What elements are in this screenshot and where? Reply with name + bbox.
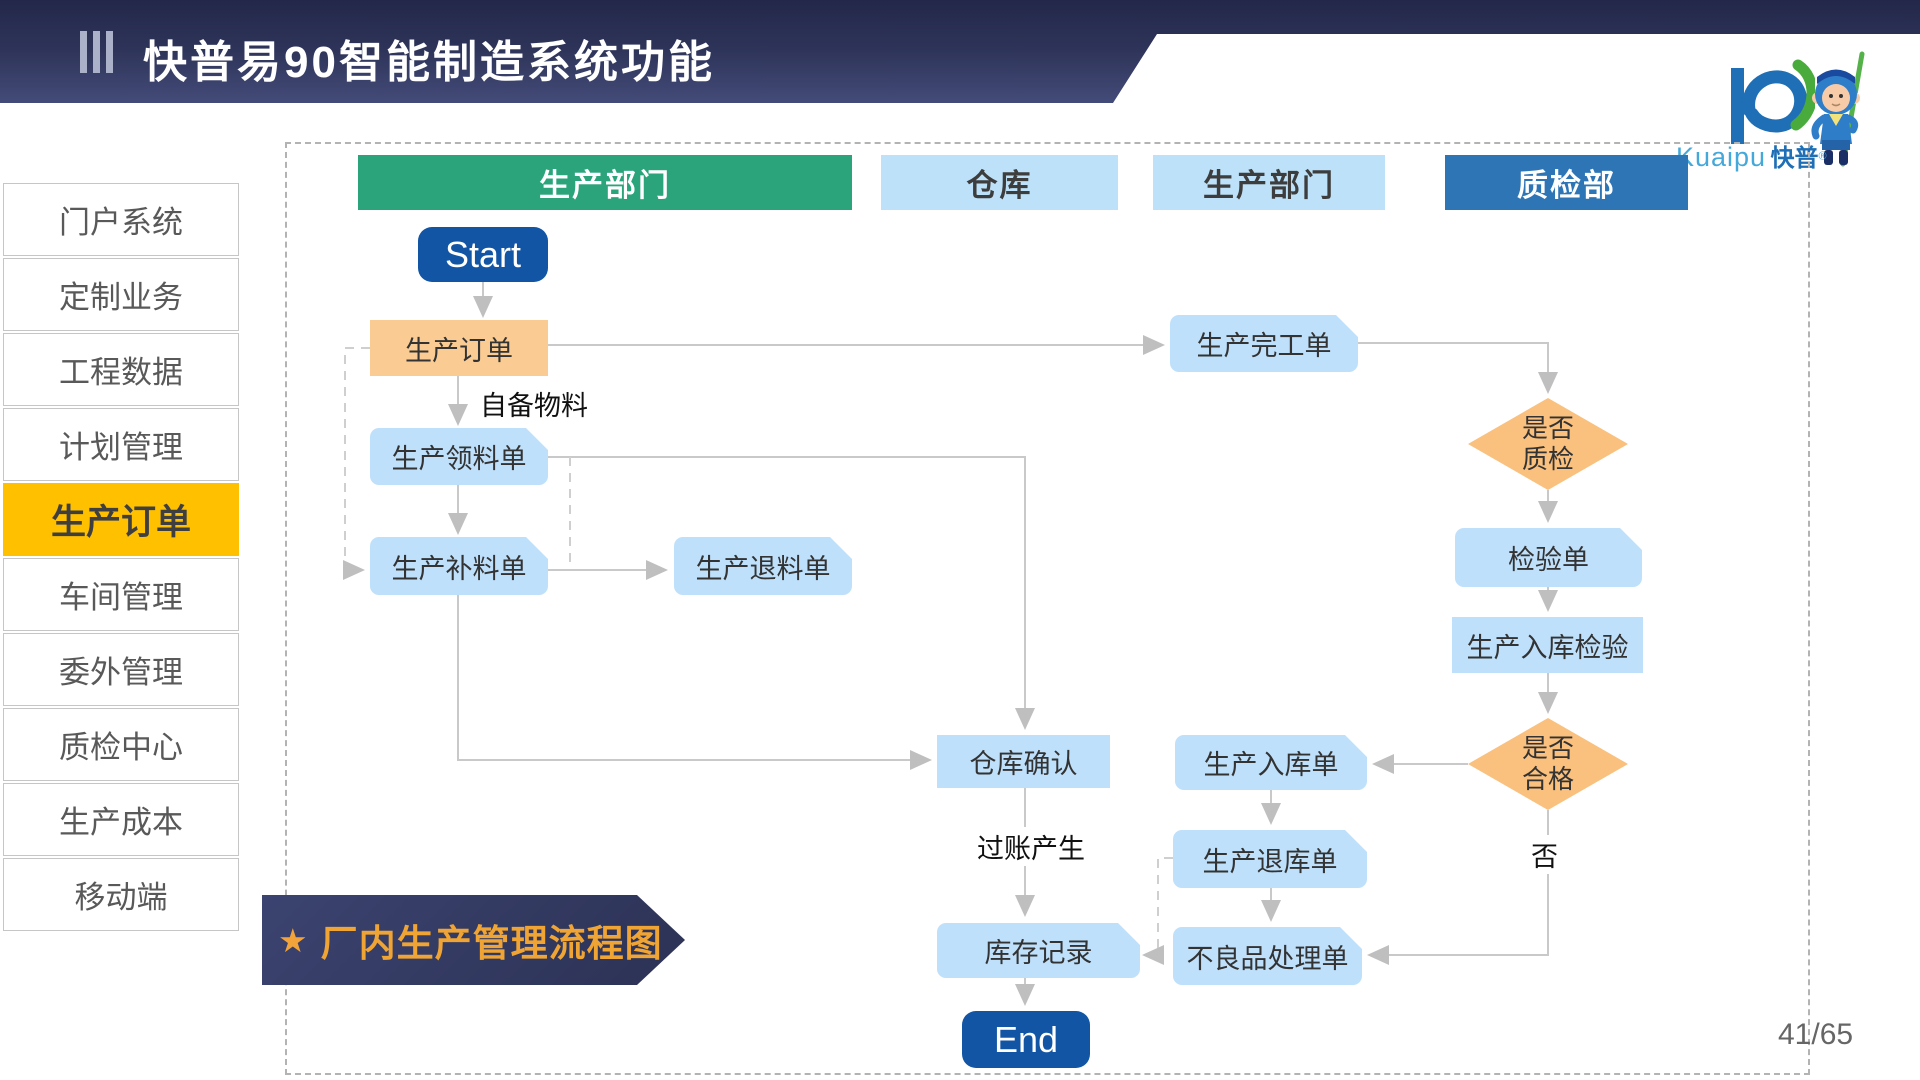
sidebar-item-engineering-data[interactable]: 工程数据: [3, 333, 239, 406]
lane-header-warehouse: 仓库: [881, 155, 1118, 210]
brand-text-cn: 快普: [1770, 145, 1819, 172]
node-inbound-return: 生产退库单: [1173, 830, 1367, 888]
node-end: End: [962, 1011, 1090, 1068]
sidebar-item-production-order[interactable]: 生产订单: [3, 483, 239, 556]
lane-header-quality-dept: 质检部: [1445, 155, 1688, 210]
edge-label-no: 否: [1527, 835, 1562, 874]
node-material-return: 生产退料单: [674, 537, 852, 595]
node-completion: 生产完工单: [1170, 315, 1358, 372]
lane-header-production-dept-2: 生产部门: [1153, 155, 1385, 210]
brand-text: Kuaipu 快普®: [1676, 138, 1827, 173]
node-inspection-sheet: 检验单: [1455, 528, 1642, 587]
page-number: 41/65: [1778, 1018, 1854, 1051]
triple-bars-icon: [80, 31, 113, 73]
sidebar-item-quality-center[interactable]: 质检中心: [3, 708, 239, 781]
page-title: 快普易90智能制造系统功能: [143, 38, 715, 87]
node-material-refill: 生产补料单: [370, 537, 548, 595]
edge-label-posting: 过账产生: [973, 827, 1089, 866]
sidebar-item-production-cost[interactable]: 生产成本: [3, 783, 239, 856]
sidebar-item-mobile[interactable]: 移动端: [3, 858, 239, 931]
node-start: Start: [418, 227, 548, 282]
node-material-requisition: 生产领料单: [370, 428, 548, 485]
flowchart-canvas: [285, 142, 1810, 1075]
sidebar-item-outsourcing-management[interactable]: 委外管理: [3, 633, 239, 706]
ribbon-label: 厂内生产管理流程图: [320, 923, 663, 964]
node-warehouse-confirm: 仓库确认: [937, 735, 1110, 788]
star-icon: ★: [278, 921, 308, 959]
sidebar-item-plan-management[interactable]: 计划管理: [3, 408, 239, 481]
node-inbound-order: 生产入库单: [1175, 735, 1367, 790]
node-defective-order: 不良品处理单: [1173, 927, 1362, 985]
node-production-order: 生产订单: [370, 320, 548, 376]
kuaipu-logo-icon: [1731, 59, 1815, 144]
sidebar-item-workshop-management[interactable]: 车间管理: [3, 558, 239, 631]
node-inventory-record: 库存记录: [937, 923, 1140, 978]
summary-ribbon: ★ 厂内生产管理流程图: [262, 895, 685, 985]
kuaipu-mascot-icon: [1811, 51, 1865, 167]
sidebar-item-portal[interactable]: 门户系统: [3, 183, 239, 256]
brand-text-en: Kuaipu: [1676, 142, 1767, 172]
registered-mark: ®: [1818, 150, 1827, 163]
sidebar-item-custom-business[interactable]: 定制业务: [3, 258, 239, 331]
node-inbound-inspection: 生产入库检验: [1452, 617, 1643, 673]
lane-header-production-dept-1: 生产部门: [358, 155, 852, 210]
edge-label-self-material: 自备物料: [476, 384, 592, 423]
